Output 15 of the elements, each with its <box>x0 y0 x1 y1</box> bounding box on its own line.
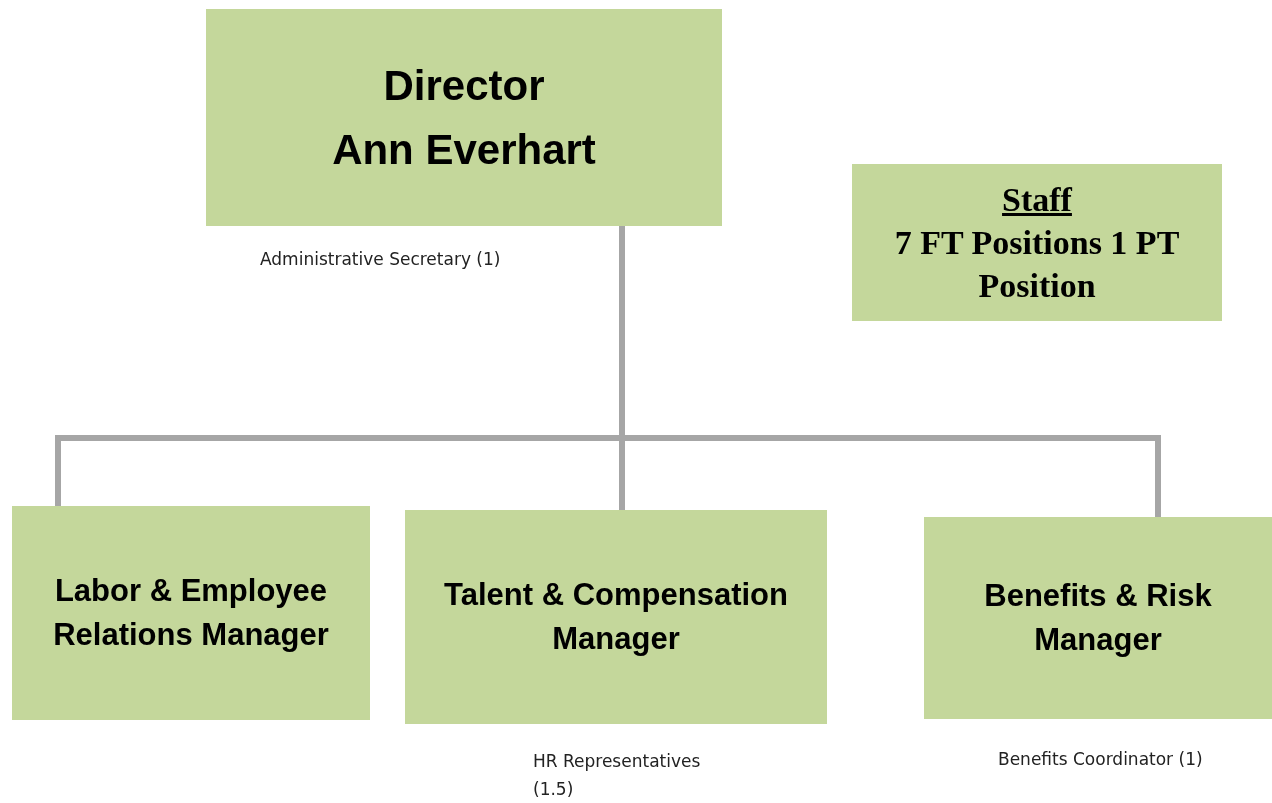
box-title: Labor & Employee Relations Manager <box>52 572 330 654</box>
box-title: Staff <box>1002 180 1072 220</box>
box-title: Talent & Compensation Manager <box>443 576 789 658</box>
box-title: Director <box>383 60 545 111</box>
staff-note: HR Representatives (1.5) <box>533 750 702 801</box>
box-text: Ann Everhart <box>332 124 596 175</box>
summary-box <box>852 164 1222 321</box>
box-text: 7 FT Positions 1 PT Position <box>893 223 1181 306</box>
position-box <box>12 506 370 720</box>
box-title: Benefits & Risk Manager <box>983 577 1213 659</box>
position-box <box>924 517 1272 719</box>
staff-note: Administrative Secretary (1) <box>260 248 502 271</box>
position-box <box>405 510 827 724</box>
position-box <box>206 9 722 226</box>
staff-note: Benefits Coordinator (1) <box>998 748 1204 771</box>
